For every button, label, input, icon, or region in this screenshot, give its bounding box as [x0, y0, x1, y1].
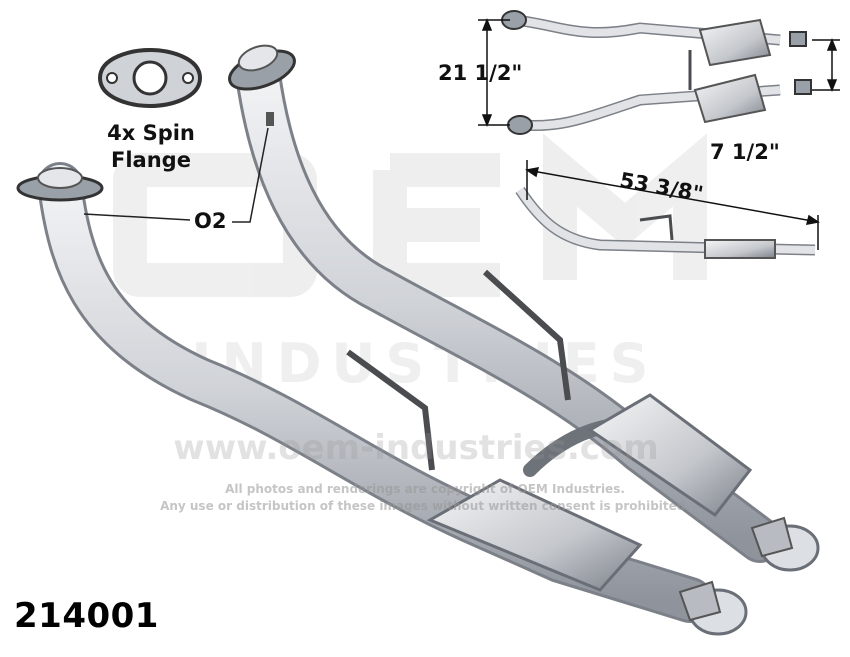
o2-sensor-label: O2	[194, 209, 227, 233]
flange-label: 4x Spin Flange	[92, 120, 210, 174]
catalytic-converter-right	[587, 393, 753, 518]
spin-flange-gasket-icon	[97, 47, 203, 109]
flange-label-line2: Flange	[111, 148, 191, 172]
catalytic-converter-left	[426, 478, 643, 592]
dimension-height-front: 21 1/2"	[438, 61, 523, 85]
watermark-url: www.oem-industries.com	[173, 428, 659, 468]
part-number: 214001	[14, 596, 159, 636]
inlet-flange-left	[16, 167, 104, 202]
copyright-line-1: All photos and renderings are copyright …	[225, 482, 625, 496]
copyright-line-2: Any use or distribution of these images …	[160, 499, 690, 513]
flange-label-line1: 4x Spin	[107, 121, 195, 145]
inlet-flange-right	[228, 44, 296, 91]
dimension-offset-rear: 7 1/2"	[710, 140, 780, 164]
